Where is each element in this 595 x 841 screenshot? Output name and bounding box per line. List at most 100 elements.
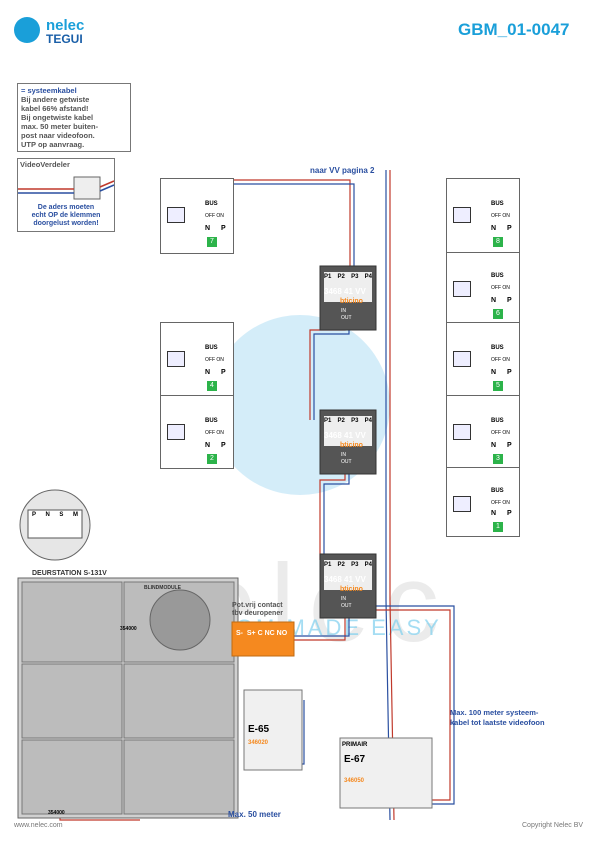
verdeler-1-terms: P1 P2 P3 P4: [324, 274, 372, 280]
verdeler-2-terms: P1 P2 P3 P4: [324, 418, 372, 424]
label-pot-terms: S- S+ C NC NO: [236, 630, 288, 637]
term-p1: P1: [324, 562, 332, 568]
verdeler-1-in: IN: [341, 308, 346, 314]
term-p4: P4: [364, 274, 372, 280]
verdeler-3-out: OUT: [341, 603, 352, 609]
address-badge: 6: [493, 309, 503, 319]
nelec-logo-icon: [14, 17, 40, 43]
logo-name: nelec: [46, 17, 85, 34]
offon-label: OFF ON: [205, 430, 224, 436]
verdeler-2-brand: bticino: [340, 442, 363, 449]
bus-label: BUS: [491, 345, 504, 351]
label-max-100: Max. 100 meter systeem- kabel tot laatst…: [450, 708, 545, 728]
p-label: P: [221, 442, 226, 449]
n-label: N: [491, 369, 497, 376]
videophone-8: BUS OFF ON N P 8: [446, 178, 520, 254]
verdeler-terminal-icon: [18, 176, 114, 200]
address-badge: 2: [207, 454, 217, 464]
door-station: [17, 577, 239, 819]
cable-note-line: UTP op aanvraag.: [21, 140, 85, 149]
videophone-4: BUS OFF ON N P 4: [160, 322, 234, 396]
label-primair: PRIMAIR: [342, 742, 368, 748]
label-naar-vv: naar VV pagina 2: [310, 166, 375, 175]
n-label: N: [491, 510, 497, 517]
address-badge: 3: [493, 454, 503, 464]
offon-label: OFF ON: [491, 500, 510, 506]
n-label: N: [491, 442, 497, 449]
cable-note-line: Bij andere getwiste: [21, 95, 90, 104]
p-label: P: [507, 297, 512, 304]
label-blindmodule: BLINDMODULE: [144, 585, 181, 591]
term-p2: P2: [337, 562, 345, 568]
address-badge: 8: [493, 237, 503, 247]
term-p2: P2: [337, 418, 345, 424]
label-e65: E-65: [248, 724, 270, 735]
verdeler-3-terms: P1 P2 P3 P4: [324, 562, 372, 568]
bus-label: BUS: [491, 418, 504, 424]
n-label: N: [205, 225, 211, 232]
label-e67: E-67: [344, 754, 366, 765]
label-max-100-line: kabel tot laatste videofoon: [450, 718, 545, 727]
bus-label: BUS: [491, 201, 504, 207]
verdeler-1-brand: bticino: [340, 298, 363, 305]
nelec-logo: nelec TEGUI: [14, 17, 124, 47]
term-p2: P2: [337, 274, 345, 280]
verdeler-3-code: 3468 41 VV: [324, 575, 366, 584]
offon-label: OFF ON: [205, 357, 224, 363]
verdeler-note-line: echt OP de klemmen: [31, 212, 101, 219]
p-label: P: [507, 510, 512, 517]
label-pot-line: Pot.vrij contact: [232, 602, 283, 609]
verdeler-1-out: OUT: [341, 315, 352, 321]
verdeler-1-code: 3468 41 VV: [324, 287, 366, 296]
cable-note-line: post naar videofoon.: [21, 131, 95, 140]
address-badge: 5: [493, 381, 503, 391]
n-label: N: [491, 297, 497, 304]
p-label: P: [507, 225, 512, 232]
p-label: P: [221, 225, 226, 232]
p-label: P: [221, 369, 226, 376]
dip-switch-magnifier: [19, 489, 91, 561]
offon-label: OFF ON: [491, 285, 510, 291]
verdeler-3-in: IN: [341, 596, 346, 602]
logo-sub: TEGUI: [46, 32, 83, 46]
videophone-2: BUS OFF ON N P 2: [160, 395, 234, 469]
verdeler-2-code: 3468 41 VV: [324, 431, 366, 440]
address-badge: 7: [207, 237, 217, 247]
cable-note-head: = systeemkabel: [21, 86, 77, 95]
label-e65-code: 346020: [248, 740, 269, 746]
n-label: N: [205, 442, 211, 449]
footer-website: www.nelec.com: [14, 822, 63, 829]
bus-label: BUS: [205, 345, 218, 351]
verdeler-2-out: OUT: [341, 459, 352, 465]
verdeler-2-in: IN: [341, 452, 346, 458]
address-badge: 4: [207, 381, 217, 391]
dip-label-m: M: [72, 512, 78, 518]
label-e67-code: 346050: [344, 778, 365, 784]
cable-note-line: kabel 66% afstand!: [21, 104, 89, 113]
p-label: P: [507, 442, 512, 449]
video-verdeler-3: [319, 553, 377, 619]
bus-label: BUS: [205, 201, 218, 207]
term-p3: P3: [351, 418, 359, 424]
verdeler-note-line: De aders moeten: [37, 204, 95, 211]
video-verdeler-1: [319, 265, 377, 331]
potential-free-contact: [231, 621, 295, 657]
offon-label: OFF ON: [205, 213, 224, 219]
address-badge: 1: [493, 522, 503, 532]
cable-note: = systeemkabel Bij andere getwiste kabel…: [17, 83, 131, 152]
offon-label: OFF ON: [491, 213, 510, 219]
cable-note-line: Bij ongetwiste kabel: [21, 113, 94, 122]
label-max-100-line: Max. 100 meter systeem-: [450, 708, 539, 717]
dip-label-s: S: [59, 512, 64, 518]
label-cable-354000-a: 354000: [120, 626, 137, 632]
bus-label: BUS: [205, 418, 218, 424]
videophone-1: BUS OFF ON N P 1: [446, 467, 520, 537]
dip-switch-labels: P N S M: [32, 512, 78, 518]
video-verdeler-2: [319, 409, 377, 475]
page-title: GBM_01-0047: [458, 20, 570, 39]
verdeler-3-brand: bticino: [340, 586, 363, 593]
n-label: N: [205, 369, 211, 376]
term-p3: P3: [351, 562, 359, 568]
offon-label: OFF ON: [491, 357, 510, 363]
